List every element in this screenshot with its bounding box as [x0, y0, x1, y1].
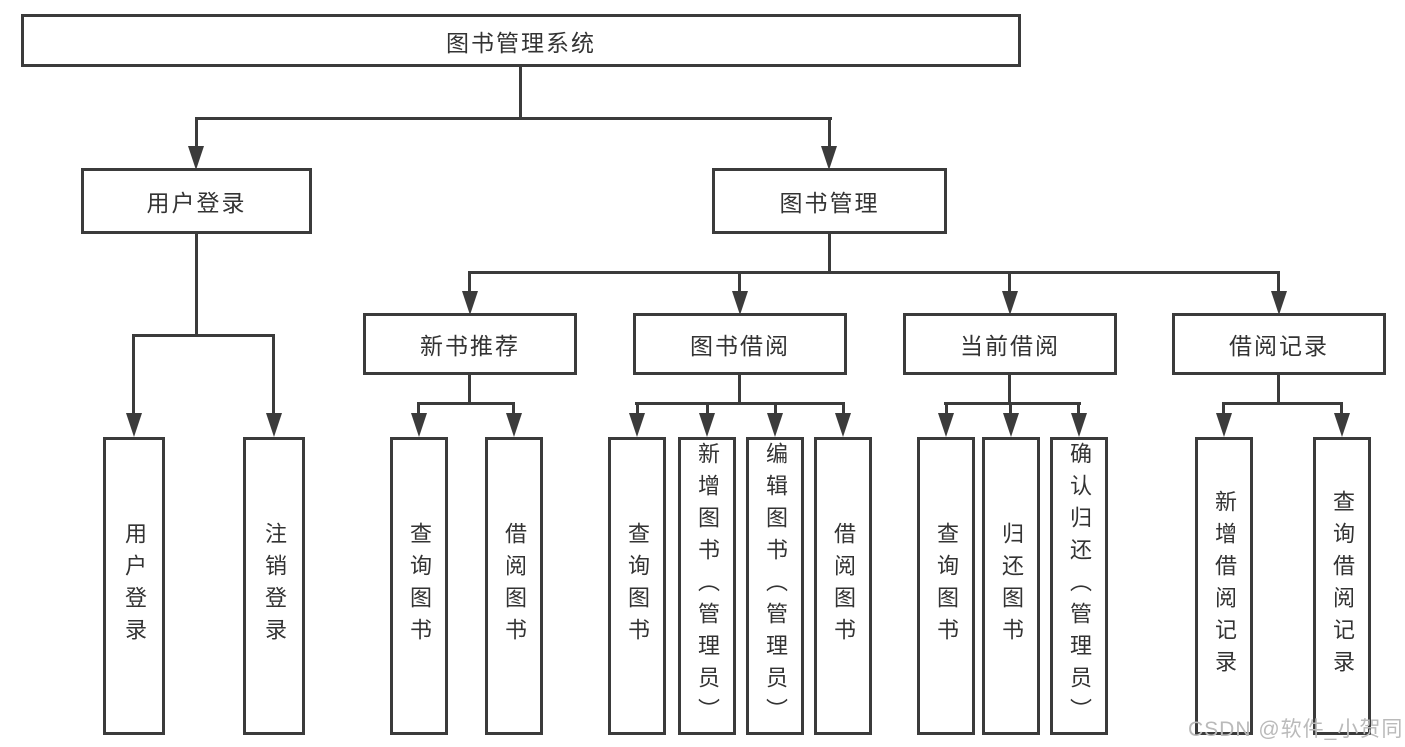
leaf-label: 确认归还（管理员）	[1067, 442, 1092, 730]
leaf-label: 编辑图书（管理员）	[763, 442, 788, 730]
arrowhead-down-icon	[938, 413, 954, 437]
connector-line	[468, 373, 471, 404]
node-book-management: 图书管理	[712, 168, 947, 234]
leaf-current-return-books: 归还图书	[982, 437, 1040, 735]
connector-line	[828, 117, 831, 148]
leaf-label: 借阅图书	[831, 522, 856, 650]
arrowhead-down-icon	[699, 413, 715, 437]
node-label: 图书借阅	[690, 333, 790, 359]
node-library-system: 图书管理系统	[21, 14, 1021, 67]
connector-line	[1277, 373, 1280, 404]
leaf-records-add-record: 新增借阅记录	[1195, 437, 1253, 735]
node-new-book-recommend: 新书推荐	[363, 313, 577, 375]
watermark: CSDN @软件_小贺同学	[1188, 718, 1404, 741]
connector-line	[1277, 271, 1280, 293]
arrowhead-down-icon	[126, 413, 142, 437]
node-current-borrow: 当前借阅	[903, 313, 1117, 375]
leaf-label: 新增借阅记录	[1212, 490, 1237, 682]
connector-line	[468, 271, 1280, 274]
node-book-borrow: 图书借阅	[633, 313, 847, 375]
connector-line	[519, 65, 522, 119]
connector-line	[195, 117, 832, 120]
arrowhead-down-icon	[767, 413, 783, 437]
connector-line	[1222, 402, 1225, 415]
leaf-label: 归还图书	[999, 522, 1024, 650]
node-label: 新书推荐	[420, 333, 520, 359]
arrowhead-down-icon	[266, 413, 282, 437]
connector-line	[636, 402, 639, 415]
connector-line	[635, 402, 845, 405]
connector-line	[512, 402, 515, 415]
connector-line	[1222, 402, 1343, 405]
node-label: 用户登录	[146, 190, 247, 216]
connector-line	[132, 334, 135, 415]
leaf-label: 查询图书	[625, 522, 650, 650]
leaf-user-login: 用户登录	[103, 437, 165, 735]
connector-line	[738, 373, 741, 404]
connector-line	[945, 402, 948, 415]
connector-line	[842, 402, 845, 415]
arrowhead-down-icon	[732, 291, 748, 315]
connector-line	[828, 231, 831, 273]
node-label: 当前借阅	[960, 333, 1060, 359]
leaf-borrow-edit-books-admin: 编辑图书（管理员）	[746, 437, 804, 735]
connector-line	[1008, 373, 1011, 404]
leaf-label: 注销登录	[262, 522, 287, 650]
connector-line	[1077, 402, 1080, 415]
connector-line	[417, 402, 515, 405]
connector-line	[738, 271, 741, 293]
leaf-records-query-record: 查询借阅记录	[1313, 437, 1371, 735]
arrowhead-down-icon	[411, 413, 427, 437]
connector-line	[195, 117, 198, 148]
leaf-current-query-books: 查询图书	[917, 437, 975, 735]
node-label: 借阅记录	[1229, 333, 1329, 359]
leaf-label: 新增图书（管理员）	[695, 442, 720, 730]
connector-line	[944, 402, 1081, 405]
arrowhead-down-icon	[1334, 413, 1350, 437]
leaf-label: 查询借阅记录	[1330, 490, 1355, 682]
connector-line	[132, 334, 275, 337]
arrowhead-down-icon	[506, 413, 522, 437]
leaf-newbook-query-books: 查询图书	[390, 437, 448, 735]
connector-line	[774, 402, 777, 415]
arrowhead-down-icon	[629, 413, 645, 437]
arrowhead-down-icon	[1216, 413, 1232, 437]
leaf-newbook-borrow-books: 借阅图书	[485, 437, 543, 735]
connector-line	[1340, 402, 1343, 415]
arrowhead-down-icon	[1003, 413, 1019, 437]
node-user-login: 用户登录	[81, 168, 312, 234]
connector-line	[272, 334, 275, 415]
arrowhead-down-icon	[462, 291, 478, 315]
arrowhead-down-icon	[1002, 291, 1018, 315]
leaf-label: 用户登录	[122, 522, 147, 650]
leaf-label: 查询图书	[407, 522, 432, 650]
node-label: 图书管理	[779, 190, 880, 216]
connector-line	[1008, 271, 1011, 293]
connector-line	[195, 231, 198, 337]
leaf-current-confirm-return-admin: 确认归还（管理员）	[1050, 437, 1108, 735]
leaf-logout: 注销登录	[243, 437, 305, 735]
arrowhead-down-icon	[835, 413, 851, 437]
leaf-borrow-add-books-admin: 新增图书（管理员）	[678, 437, 736, 735]
connector-line	[417, 402, 420, 415]
connector-line	[468, 271, 471, 293]
arrowhead-down-icon	[1271, 291, 1287, 315]
leaf-label: 借阅图书	[502, 522, 527, 650]
node-label: 图书管理系统	[446, 29, 596, 56]
arrowhead-down-icon	[821, 146, 837, 170]
leaf-label: 查询图书	[934, 522, 959, 650]
connector-line	[706, 402, 709, 415]
connector-line	[1009, 402, 1012, 415]
leaf-borrow-query-books: 查询图书	[608, 437, 666, 735]
arrowhead-down-icon	[188, 146, 204, 170]
leaf-borrow-borrow-books: 借阅图书	[814, 437, 872, 735]
node-borrow-records: 借阅记录	[1172, 313, 1386, 375]
arrowhead-down-icon	[1071, 413, 1087, 437]
